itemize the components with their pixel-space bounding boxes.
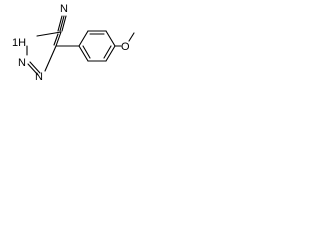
ring-bond-n2-n3-double bbox=[29, 61, 41, 74]
bond-oxygen-methyl bbox=[128, 32, 135, 42]
atom-label-n3: N bbox=[35, 71, 43, 83]
atom-label-ether-o: O bbox=[121, 41, 130, 53]
phenyl-bond-4 bbox=[105, 45, 116, 62]
phenyl-bond-1 bbox=[78, 30, 89, 47]
phenyl-bond-6 bbox=[78, 45, 89, 62]
phenyl-bond-6-inner bbox=[82, 45, 91, 59]
ring-bond-n2-n3 bbox=[27, 63, 39, 76]
nitrile-bond-upper bbox=[59, 15, 65, 32]
chemical-structure-diagram: N 1H N N O bbox=[12, 3, 135, 83]
nitrile-bond-lower bbox=[57, 15, 63, 32]
ring-bond-n3-c4 bbox=[44, 45, 57, 72]
ring-bond-c4-c5 bbox=[55, 31, 62, 47]
nitrile-bond-mid bbox=[61, 15, 67, 32]
atom-label-n2: N bbox=[18, 57, 26, 69]
ring-bond-c4-c5-double bbox=[53, 33, 59, 46]
phenyl-bond-3 bbox=[105, 30, 116, 47]
atom-label-nitrile-n: N bbox=[60, 3, 68, 15]
atom-label-nh: 1H bbox=[12, 37, 26, 49]
ring-bond-c5-n1 bbox=[36, 31, 62, 37]
phenyl-bond-4-inner bbox=[103, 45, 112, 59]
